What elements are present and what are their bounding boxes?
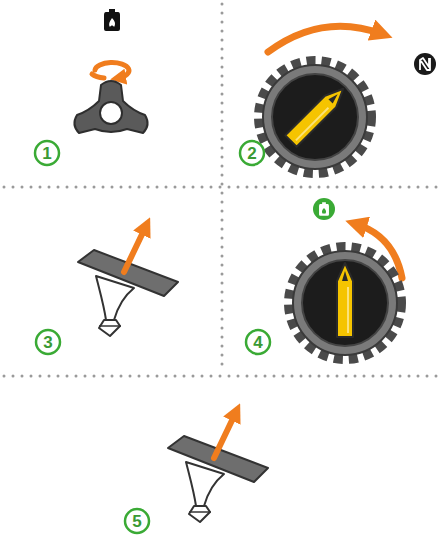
grid-divider xyxy=(4,375,441,378)
regulator-knob xyxy=(259,61,371,173)
lift-arrow xyxy=(214,412,236,458)
off-icon xyxy=(414,53,436,75)
off-icon xyxy=(414,53,436,75)
turn-arrow xyxy=(268,26,382,52)
lift-arrow xyxy=(124,226,146,272)
gas-bottle-icon xyxy=(109,18,115,27)
off-icon xyxy=(420,58,430,70)
regulator-knob xyxy=(289,247,401,359)
regulator-knob xyxy=(285,83,349,147)
gas-on-icon xyxy=(322,208,326,214)
callout-number: 4 xyxy=(253,334,262,351)
grid-divider xyxy=(4,4,441,376)
step-number-circle: 4 xyxy=(244,328,272,356)
valve-handwheel xyxy=(74,81,147,133)
valve-handwheel xyxy=(74,81,147,133)
circle-outline xyxy=(35,141,59,165)
gas-bottle-icon xyxy=(104,9,120,31)
circle-outline xyxy=(246,330,270,354)
circle-outline xyxy=(125,509,149,533)
rotate-arrow xyxy=(92,63,129,78)
gas-on-icon xyxy=(319,202,329,216)
turn-arrow xyxy=(268,26,382,52)
grid-divider xyxy=(4,186,441,189)
step-number-circle: 1 xyxy=(33,139,61,167)
callout-number: 5 xyxy=(132,513,141,530)
lift-arrow xyxy=(214,412,236,458)
regulator-knob xyxy=(337,263,353,337)
circle-outline xyxy=(240,141,264,165)
step-number-circle: 2 xyxy=(238,139,266,167)
step-number-circle: 3 xyxy=(34,328,62,356)
rotate-arrow xyxy=(92,74,104,78)
regulator-knob xyxy=(259,61,371,173)
regulator-knob xyxy=(289,247,401,359)
gas-bottle-icon xyxy=(104,9,120,31)
callout-number: 3 xyxy=(43,334,52,351)
step-number-circle: 5 xyxy=(123,507,151,535)
callout-number: 2 xyxy=(247,145,256,162)
circle-outline xyxy=(36,330,60,354)
gas-on-icon xyxy=(319,202,329,216)
lift-arrow xyxy=(124,226,146,272)
gas-on-icon xyxy=(313,198,335,220)
gas-on-icon xyxy=(313,198,335,220)
callout-number: 1 xyxy=(42,145,51,162)
valve-handwheel xyxy=(100,102,122,124)
